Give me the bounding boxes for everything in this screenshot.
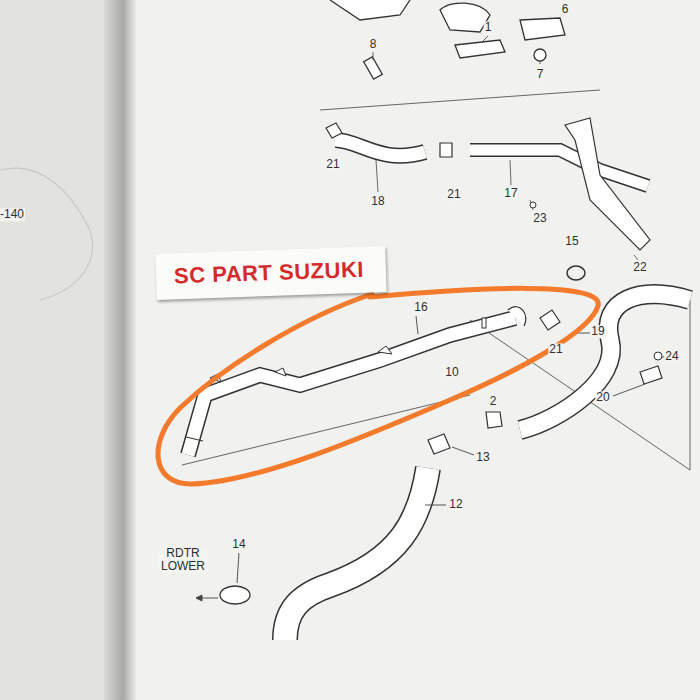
callout-number: 20 (595, 391, 610, 404)
callout-number: 23 (532, 212, 547, 225)
callout-number: 21 (446, 188, 461, 201)
callout-number: 14 (231, 538, 246, 551)
callout-number: 21 (548, 343, 563, 356)
sticker-text: SC PART SUZUKI (174, 257, 369, 290)
callout-number: 12 (448, 498, 463, 511)
top-parts (330, 0, 565, 79)
leader-lines (196, 316, 664, 601)
pipe (470, 150, 648, 186)
hose (285, 468, 428, 640)
callout-number: 2 (489, 395, 498, 408)
clamp (486, 412, 502, 428)
bracket (565, 118, 650, 250)
callout-number: 8 (369, 38, 378, 51)
left-page-sketch (0, 168, 93, 300)
callout-number: 22 (632, 261, 647, 274)
clamp (220, 586, 250, 604)
hose (335, 140, 425, 156)
hose (520, 294, 690, 430)
callout-number: 6 (561, 3, 570, 16)
water-pipe (186, 307, 526, 455)
o-ring (567, 266, 585, 280)
leader-lines (376, 160, 638, 260)
callout-number: 17 (503, 187, 518, 200)
highlight-loop (158, 288, 598, 484)
callout-number: 21 (325, 158, 340, 171)
part-note: -140 (0, 208, 25, 221)
callout-number: 10 (444, 366, 459, 379)
clamp (428, 434, 450, 454)
leader-lines (373, 36, 540, 64)
left-page (0, 0, 112, 700)
clamp (640, 366, 662, 384)
gutter-shadow (104, 0, 136, 700)
callout-number: 16 (413, 301, 428, 314)
callout-number: 24 (664, 350, 679, 363)
clamp (326, 123, 452, 157)
clamp (540, 310, 560, 330)
bolt (654, 352, 662, 360)
callout-number: 19 (590, 325, 605, 338)
sticker-label: SC PART SUZUKI (155, 246, 386, 300)
callout-number: 7 (536, 68, 545, 81)
callout-number: 13 (475, 451, 490, 464)
callout-number: 15 (564, 235, 579, 248)
callout-number: 1 (484, 21, 493, 34)
part-note: RDTR LOWER (158, 547, 208, 573)
callout-number: 18 (370, 195, 385, 208)
